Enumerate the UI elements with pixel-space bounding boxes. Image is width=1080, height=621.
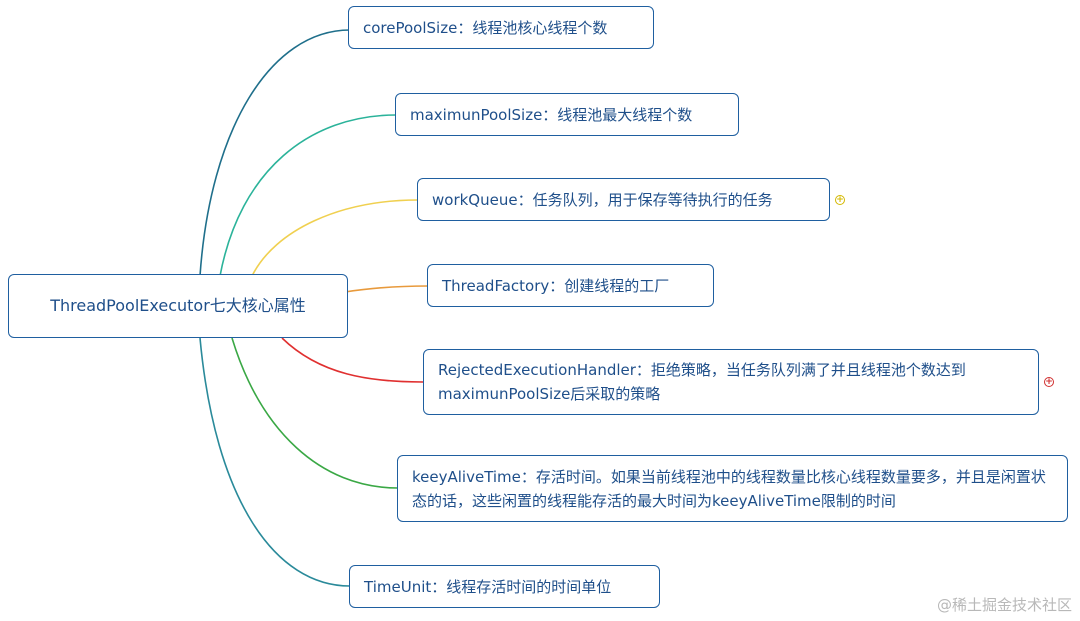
rejected-handler-label: RejectedExecutionHandler：拒绝策略，当任务队列满了并且线… xyxy=(438,361,966,403)
connector-unit xyxy=(199,337,351,587)
maximum-pool-size-label: maximunPoolSize：线程池最大线程个数 xyxy=(410,105,693,124)
time-unit-label: TimeUnit：线程存活时间的时间单位 xyxy=(364,577,612,596)
node-rejected-handler[interactable]: RejectedExecutionHandler：拒绝策略，当任务队列满了并且线… xyxy=(423,349,1039,415)
node-keep-alive-time[interactable]: keeyAliveTime：存活时间。如果当前线程池中的线程数量比核心线程数量要… xyxy=(397,455,1068,522)
keep-alive-time-label: keeyAliveTime：存活时间。如果当前线程池中的线程数量比核心线程数量要… xyxy=(412,467,1046,510)
connector-keep xyxy=(231,337,399,489)
expand-icon[interactable]: + xyxy=(835,195,845,205)
root-label: ThreadPoolExecutor七大核心属性 xyxy=(50,296,306,315)
watermark: @稀土掘金技术社区 xyxy=(936,596,1072,614)
expand-icon[interactable]: + xyxy=(1044,377,1054,387)
connector-rejected xyxy=(281,337,424,383)
root-node[interactable]: ThreadPoolExecutor七大核心属性 xyxy=(8,274,348,338)
node-maximum-pool-size[interactable]: maximunPoolSize：线程池最大线程个数 xyxy=(395,93,739,136)
connector-queue xyxy=(251,199,419,277)
connector-core xyxy=(199,29,351,277)
node-thread-factory[interactable]: ThreadFactory：创建线程的工厂 xyxy=(427,264,714,307)
node-time-unit[interactable]: TimeUnit：线程存活时间的时间单位 xyxy=(349,565,660,608)
connector-max xyxy=(219,114,397,277)
node-core-pool-size[interactable]: corePoolSize：线程池核心线程个数 xyxy=(348,6,654,49)
thread-factory-label: ThreadFactory：创建线程的工厂 xyxy=(442,276,670,295)
core-pool-size-label: corePoolSize：线程池核心线程个数 xyxy=(363,18,608,37)
work-queue-label: workQueue：任务队列，用于保存等待执行的任务 xyxy=(432,190,773,209)
node-work-queue[interactable]: workQueue：任务队列，用于保存等待执行的任务 xyxy=(417,178,830,221)
connector-factory xyxy=(344,285,429,293)
